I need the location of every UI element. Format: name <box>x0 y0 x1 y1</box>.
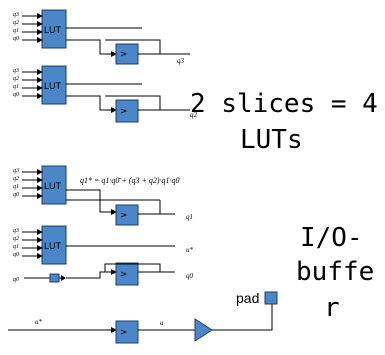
lut-4-in-0: q3 <box>13 228 19 234</box>
lut-1-in-0: q3 <box>13 12 19 18</box>
equation: q1* = q1·q0̄ + (q3 + q2)·q1·q0 <box>80 176 180 185</box>
lut-2-in-1: q2 <box>13 76 19 82</box>
lut-2-label: LUT <box>44 81 62 91</box>
io-line-2: buffe <box>296 257 374 287</box>
out-q3: q3 <box>177 57 185 65</box>
lut-4-in-3: q0 <box>13 252 19 258</box>
lut-3-in-1: q2 <box>13 176 19 182</box>
q0-in-label: q0 <box>13 277 19 283</box>
lut-2-in-0: q3 <box>13 68 19 74</box>
lut-1-in-2: q1 <box>13 28 19 34</box>
slices-line-1: 2 slices = 4 <box>190 89 378 119</box>
lut-3-label: LUT <box>44 181 62 191</box>
u-star-in-label: u* <box>35 318 43 326</box>
lut-2-in-3: q0 <box>13 92 19 98</box>
out-q0: q0 <box>186 272 194 280</box>
out-u-star: u* <box>186 246 194 254</box>
io-output-path: u* u pad <box>8 290 278 344</box>
out-q1: q1 <box>186 213 193 221</box>
io-line-3: r <box>324 293 340 323</box>
lut-4: LUT q3 q2 q1 q0 u* <box>13 225 194 265</box>
lut-3-in-0: q3 <box>13 168 19 174</box>
lut-4-box <box>41 225 67 265</box>
lut-1-label: LUT <box>44 25 62 35</box>
pad-label: pad <box>236 290 259 306</box>
lut-4-in-1: q2 <box>13 236 19 242</box>
lut-1-in-1: q2 <box>13 20 19 26</box>
lut-2-box <box>41 65 67 105</box>
lut-2-in-2: q1 <box>13 84 19 90</box>
lut-3: LUT q3 q2 q1 q0 q1* = q1·q0̄ + (q3 + q2)… <box>13 165 193 226</box>
pad-block <box>264 291 278 305</box>
output-buffer <box>194 318 213 342</box>
lut-1: LUT q3 q2 q1 q0 q3 <box>13 9 190 65</box>
lut-1-in-3: q0 <box>13 36 19 42</box>
slices-line-2: LUTs <box>240 125 303 155</box>
lut-3-in-2: q1 <box>13 184 19 190</box>
q0-register: q0 q0 <box>13 262 194 286</box>
u-label: u <box>160 319 164 327</box>
q0-buffer <box>49 273 60 283</box>
lut-4-label: LUT <box>44 241 62 251</box>
io-line-1: I/O- <box>300 223 363 253</box>
lut-3-in-3: q0 <box>13 192 19 198</box>
out-q2: q2 <box>190 111 198 119</box>
lut-4-in-2: q1 <box>13 244 19 250</box>
lut-2: LUT q3 q2 q1 q0 q2 <box>13 65 198 123</box>
